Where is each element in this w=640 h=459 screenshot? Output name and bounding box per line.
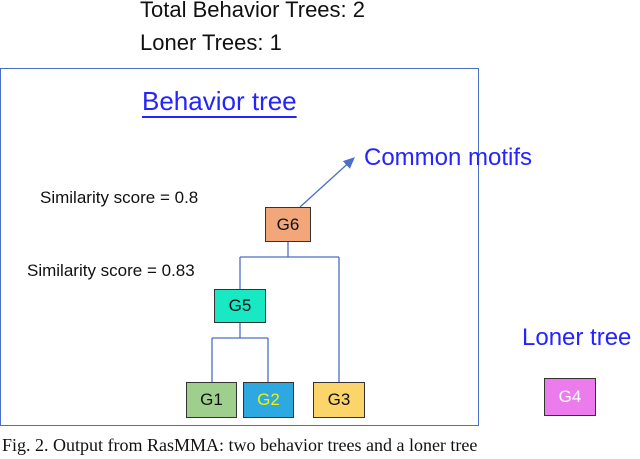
loner-trees-label: Loner Trees: 1	[140, 30, 282, 55]
loner-tree-label: Loner tree	[522, 324, 632, 351]
edge-g5-branch	[211, 323, 269, 382]
common-motifs-arrow	[299, 157, 355, 208]
total-behavior-trees-label: Total Behavior Trees: 2	[140, 0, 366, 22]
behavior-tree-frame	[0, 68, 479, 426]
node-g1: G1	[186, 382, 237, 418]
edge-g6-branch	[239, 242, 340, 382]
common-motifs-label: Common motifs	[364, 144, 533, 171]
similarity-score-top: Similarity score = 0.8	[40, 188, 199, 207]
node-g2: G2	[243, 382, 294, 418]
behavior-tree-title: Behavior tree	[142, 86, 297, 116]
figure-caption: Fig. 2. Output from RasMMA: two behavior…	[2, 435, 478, 455]
node-g6: G6	[265, 207, 311, 242]
node-g5: G5	[214, 289, 266, 323]
node-g4: G4	[544, 378, 596, 416]
similarity-score-bottom: Similarity score = 0.83	[27, 261, 195, 280]
node-g3: G3	[313, 382, 365, 418]
